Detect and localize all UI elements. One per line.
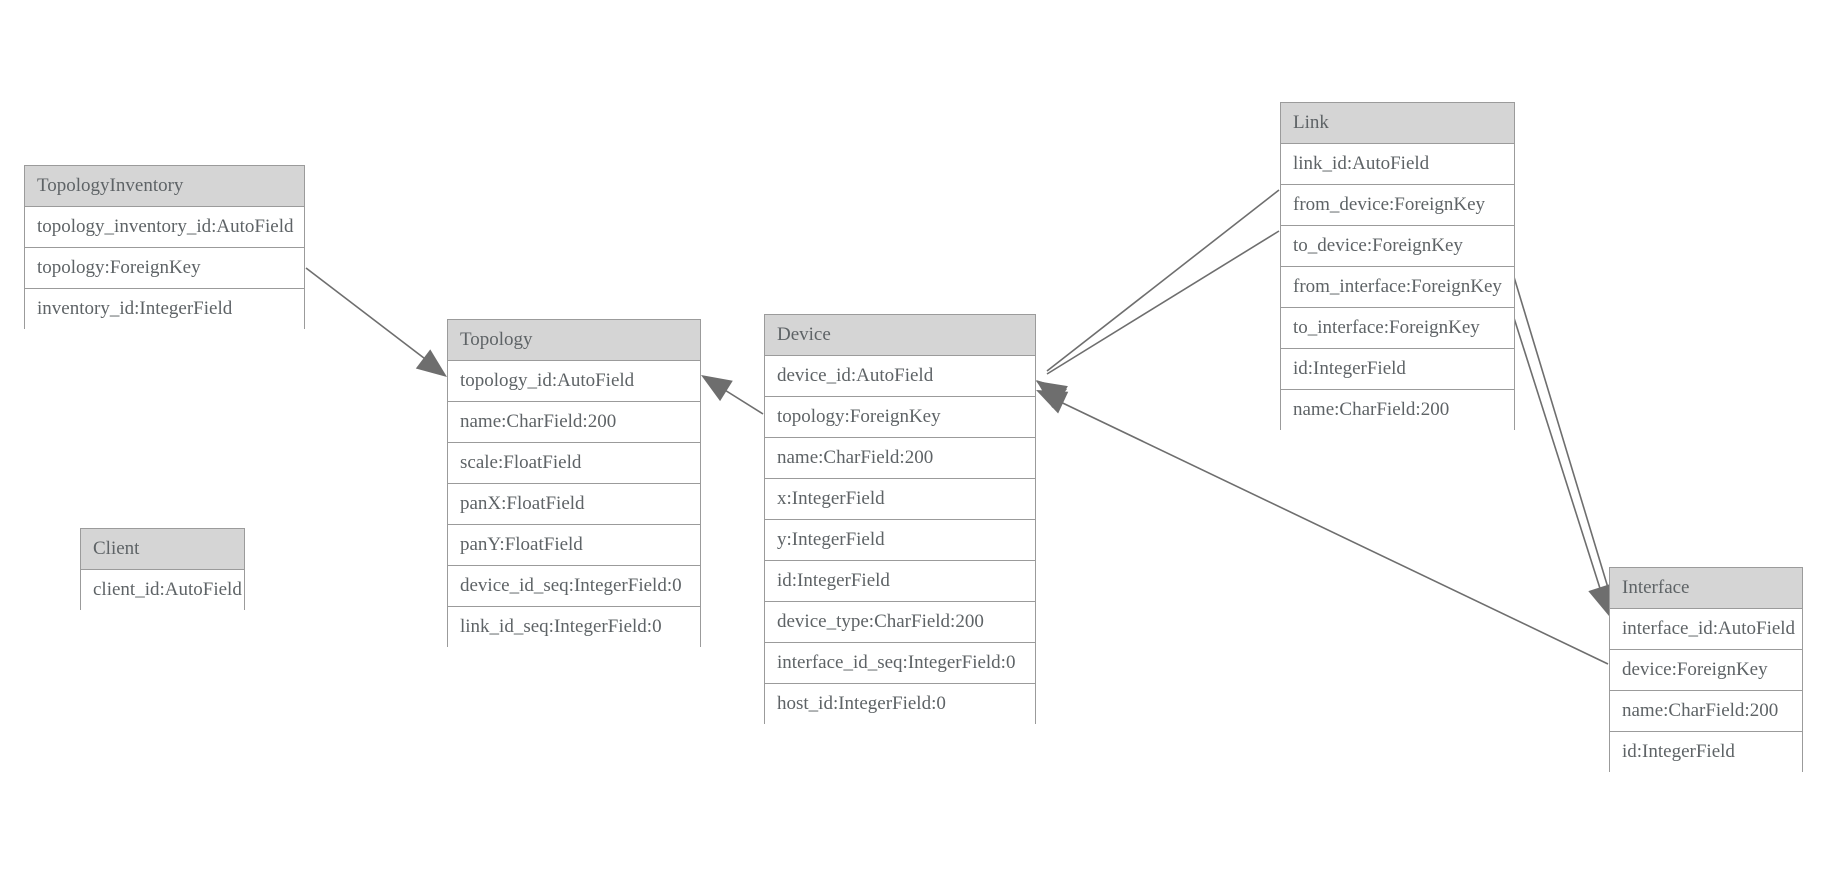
relation-line (305, 267, 438, 369)
entity-field-device-1: topology:ForeignKey (765, 397, 1035, 438)
relation-line (1046, 189, 1280, 372)
relation-topologyinventory-topology (305, 267, 447, 377)
entity-field-link-3: from_interface:ForeignKey (1281, 267, 1514, 308)
entity-field-interface-1: device:ForeignKey (1610, 650, 1802, 691)
entity-field-topology_inventory-0: topology_inventory_id:AutoField (25, 207, 304, 248)
entity-field-device-0: device_id:AutoField (765, 356, 1035, 397)
entity-field-topology-4: panY:FloatField (448, 525, 700, 566)
entity-field-link-5: id:IntegerField (1281, 349, 1514, 390)
relation-line (1513, 317, 1605, 602)
entity-field-link-1: from_device:ForeignKey (1281, 185, 1514, 226)
entity-field-device-6: device_type:CharField:200 (765, 602, 1035, 643)
relation-arrowhead (1036, 390, 1069, 414)
entity-field-device-2: name:CharField:200 (765, 438, 1035, 479)
entity-field-topology-1: name:CharField:200 (448, 402, 700, 443)
entity-title-device: Device (765, 315, 1035, 356)
entity-title-link: Link (1281, 103, 1514, 144)
entity-field-device-5: id:IntegerField (765, 561, 1035, 602)
entity-field-interface-2: name:CharField:200 (1610, 691, 1802, 732)
entity-field-link-4: to_interface:ForeignKey (1281, 308, 1514, 349)
relation-link-todevice-device (1036, 230, 1280, 407)
relation-link-fromdevice-device (1036, 189, 1280, 408)
entity-field-client-0: client_id:AutoField (81, 570, 244, 611)
entity-field-topology-3: panX:FloatField (448, 484, 700, 525)
entity-title-topology: Topology (448, 320, 700, 361)
relation-line (1046, 230, 1280, 375)
entity-field-link-0: link_id:AutoField (1281, 144, 1514, 185)
entity-field-device-8: host_id:IntegerField:0 (765, 684, 1035, 725)
relation-link-tointerface-interface (1513, 317, 1612, 616)
relation-device-topology (701, 375, 764, 415)
entity-field-link-6: name:CharField:200 (1281, 390, 1514, 431)
entity-field-link-2: to_device:ForeignKey (1281, 226, 1514, 267)
entity-field-topology-0: topology_id:AutoField (448, 361, 700, 402)
entity-field-device-7: interface_id_seq:IntegerField:0 (765, 643, 1035, 684)
entity-field-topology-5: device_id_seq:IntegerField:0 (448, 566, 700, 607)
entity-field-topology-2: scale:FloatField (448, 443, 700, 484)
entity-title-client: Client (81, 529, 244, 570)
relation-line (1047, 395, 1609, 665)
entity-field-interface-3: id:IntegerField (1610, 732, 1802, 773)
entity-field-topology_inventory-1: topology:ForeignKey (25, 248, 304, 289)
entity-field-interface-0: interface_id:AutoField (1610, 609, 1802, 650)
relation-line (1513, 276, 1613, 602)
entity-title-topology_inventory: TopologyInventory (25, 166, 304, 207)
entity-title-interface: Interface (1610, 568, 1802, 609)
entity-field-device-3: x:IntegerField (765, 479, 1035, 520)
entity-field-topology-6: link_id_seq:IntegerField:0 (448, 607, 700, 648)
relation-line (711, 381, 764, 415)
entity-field-topology_inventory-2: inventory_id:IntegerField (25, 289, 304, 330)
entity-field-device-4: y:IntegerField (765, 520, 1035, 561)
